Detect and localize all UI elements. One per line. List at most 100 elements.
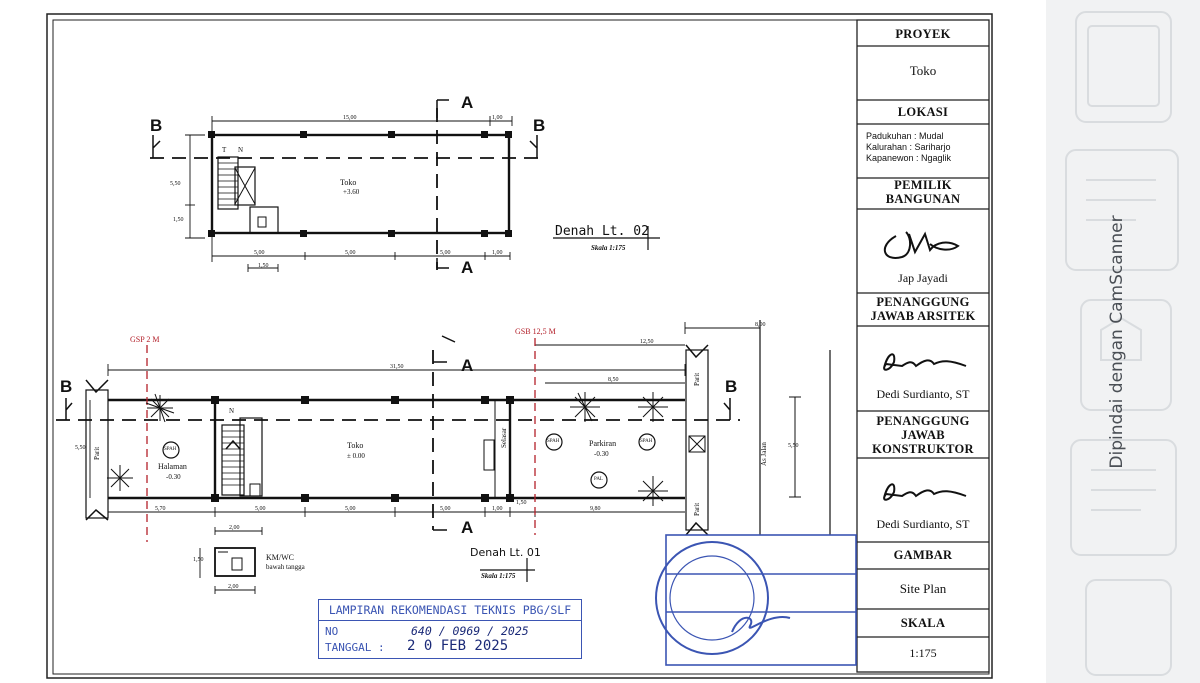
rekomendasi-stamp: LAMPIRAN REKOMENDASI TEKNIS PBG/SLF NO 6… bbox=[318, 599, 582, 659]
sheet-border bbox=[46, 13, 993, 679]
floor1-section-a-bottom: A bbox=[461, 518, 474, 537]
pemilik-label: PEMILIK BANGUNAN bbox=[885, 178, 961, 206]
floor1-section-b-right: B bbox=[725, 377, 738, 396]
floor2-dim-bottom-4: 1,00 bbox=[492, 250, 503, 256]
floor2-stair-label-n: N bbox=[238, 146, 244, 154]
floor2-columns bbox=[208, 131, 512, 237]
gambar-value: Site Plan bbox=[899, 581, 947, 596]
floor2-plan bbox=[150, 99, 660, 272]
scanner-side-strip: Dipindai dengan CamScanner bbox=[1046, 0, 1200, 683]
floor2-dim-right: 1,00 bbox=[492, 115, 503, 121]
floor2-section-a-top: A bbox=[461, 93, 474, 112]
kmwc-detail bbox=[199, 547, 256, 594]
proyek-value: Toko bbox=[909, 63, 937, 78]
gambar-label: GAMBAR bbox=[893, 548, 953, 562]
floor1-parit-right-top: Parit bbox=[693, 372, 701, 386]
rekomendasi-no-value: 640 / 0969 / 2025 bbox=[411, 624, 529, 638]
lokasi-padukuhan: Padukuhan : Mudal bbox=[866, 131, 944, 141]
floor2-dimension-lines bbox=[185, 116, 513, 272]
pal-label: PAL bbox=[594, 477, 603, 482]
floor2-room-name: Toko bbox=[340, 178, 357, 187]
gsb-label: GSB 12,5 M bbox=[515, 327, 556, 336]
floor2-dim-bottom-1: 5,00 bbox=[254, 250, 265, 256]
rekomendasi-tanggal-label: TANGGAL : bbox=[325, 641, 385, 654]
arsitek-name: Dedi Surdianto, ST bbox=[876, 387, 970, 401]
floor1-parit-left: Parit bbox=[93, 446, 101, 460]
konstruktor-name: Dedi Surdianto, ST bbox=[876, 517, 970, 531]
camscanner-watermark: Dipindai dengan CamScanner bbox=[1107, 215, 1127, 469]
gsp-label: GSP 2 M bbox=[130, 335, 160, 344]
spah-label-3: SPAH bbox=[640, 439, 653, 444]
floor2-walls bbox=[210, 133, 511, 235]
floor1-level-toko: ± 0.00 bbox=[347, 452, 365, 460]
floor2-stair-label-t: T bbox=[222, 146, 227, 154]
floor1-dim-parking: 8,50 bbox=[608, 377, 619, 383]
floor2-stair bbox=[217, 156, 239, 210]
right-drain bbox=[685, 349, 709, 531]
floor1-dim-bottom-1: 5,70 bbox=[155, 506, 166, 512]
spah-label-1: SPAH bbox=[164, 447, 177, 452]
inner-border bbox=[52, 19, 990, 675]
floor1-dimension-lines bbox=[89, 322, 761, 535]
official-stamp bbox=[655, 534, 857, 666]
floor1-level-parkiran: -0.30 bbox=[594, 450, 609, 458]
skala-value: 1:175 bbox=[909, 646, 937, 660]
arsitek-label: PENANGGUNG JAWAB ARSITEK bbox=[870, 295, 976, 323]
spah-circle-3 bbox=[638, 433, 656, 451]
floor1-dim-stair: 2,00 bbox=[229, 525, 240, 531]
floor2-dim-total: 15,00 bbox=[343, 115, 357, 121]
kmwc-dim-height: 1,50 bbox=[193, 557, 204, 563]
rekomendasi-no-label: NO bbox=[325, 625, 339, 638]
proyek-label: PROYEK bbox=[895, 27, 951, 41]
floor1-room-halaman: Halaman bbox=[158, 462, 187, 471]
scanner-pattern bbox=[1065, 11, 1179, 676]
spah-pal-symbols bbox=[162, 433, 656, 489]
floor1-level-halaman: -0.30 bbox=[166, 473, 181, 481]
skala-label: SKALA bbox=[900, 616, 946, 630]
floor1-dim-road-height: 5,50 bbox=[788, 443, 799, 449]
floor1-dim-bottom-5: 1,00 bbox=[492, 506, 503, 512]
tree-symbols bbox=[107, 392, 668, 506]
kmwc-label: KM/WC bbox=[266, 553, 294, 562]
floor1-dim-gsb: 12,50 bbox=[640, 339, 654, 345]
floor1-dim-bottom-2: 5,00 bbox=[255, 506, 266, 512]
floor1-selasar: Selasar bbox=[500, 427, 508, 448]
rekomendasi-tanggal-value: 2 0 FEB 2025 bbox=[407, 638, 509, 654]
stamp-frame bbox=[665, 534, 857, 666]
floor1-dim-bottom-6: 1,50 bbox=[516, 500, 527, 506]
konstruktor-label: PENANGGUNG JAWAB KONSTRUKTOR bbox=[872, 414, 974, 456]
floor1-dim-road: 8,00 bbox=[755, 322, 766, 328]
floor1-title: Denah Lt. 01 bbox=[470, 546, 541, 559]
floor2-section-a-bottom: A bbox=[461, 258, 474, 277]
floor1-dim-bottom-4: 5,00 bbox=[440, 506, 451, 512]
lokasi-label: LOKASI bbox=[897, 105, 949, 119]
floor1-columns bbox=[211, 396, 514, 502]
kmwc-dim-width: 2,00 bbox=[228, 584, 239, 590]
floor2-section-b-right: B bbox=[533, 116, 546, 135]
floor2-dim-stair: 1,50 bbox=[258, 263, 269, 269]
rekomendasi-title: LAMPIRAN REKOMENDASI TEKNIS PBG/SLF bbox=[319, 600, 581, 621]
floor1-scale: Skala 1:175 bbox=[481, 572, 516, 580]
floor1-dim-height: 5,50 bbox=[75, 445, 86, 451]
spah-circle-1 bbox=[162, 441, 180, 459]
spah-label-2: SPAH bbox=[547, 439, 560, 444]
floor2-room-level: +3.60 bbox=[343, 188, 360, 196]
pemilik-name: Jap Jayadi bbox=[898, 271, 948, 285]
spah-circle-2 bbox=[545, 433, 563, 451]
floor1-dim-total: 31,50 bbox=[390, 364, 404, 370]
title-block: PROYEK Toko LOKASI Padukuhan : Mudal Kal… bbox=[857, 20, 989, 672]
floor1-dim-bottom-7: 9,80 bbox=[590, 506, 601, 512]
floor1-room-parkiran: Parkiran bbox=[589, 439, 617, 448]
floor1-stair-label: N bbox=[229, 407, 235, 415]
floor2-dim-bottom-2: 5,00 bbox=[345, 250, 356, 256]
floor2-title: Denah Lt. 02 bbox=[555, 224, 649, 239]
owner-signature bbox=[883, 231, 960, 259]
floor1-room-toko: Toko bbox=[347, 441, 364, 450]
floor1-dim-bottom-3: 5,00 bbox=[345, 506, 356, 512]
floor2-scale: Skala 1:175 bbox=[591, 244, 626, 252]
floor2-dim-height: 5,50 bbox=[170, 181, 181, 187]
architect-signature bbox=[883, 353, 967, 371]
floor2-section-b-left: B bbox=[150, 116, 163, 135]
floor1-section-a-top: A bbox=[461, 356, 474, 375]
floor1-as-jalan: As Jalan bbox=[760, 442, 768, 466]
